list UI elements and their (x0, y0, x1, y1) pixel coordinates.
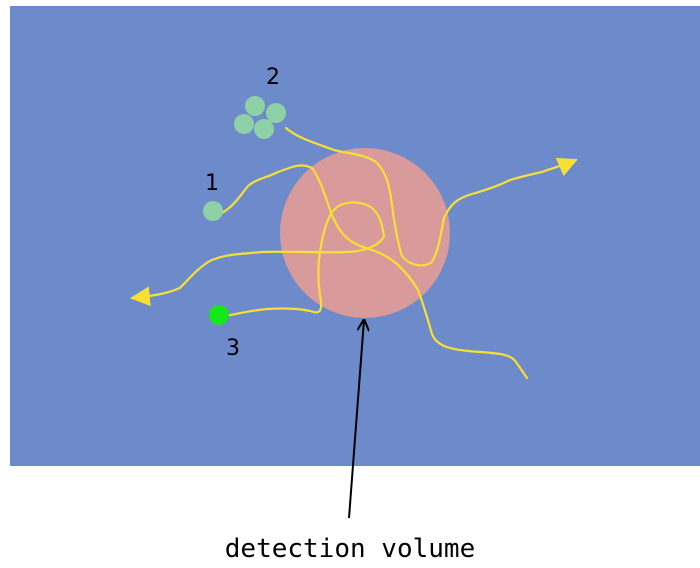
molecule-1 (203, 201, 223, 221)
detection-volume (280, 148, 450, 318)
label-2: 2 (266, 65, 280, 90)
molecule (266, 103, 286, 123)
trajectory-3 (130, 201, 386, 318)
label-1: 1 (205, 171, 219, 196)
label-3: 3 (226, 336, 240, 361)
trajectory-2 (284, 126, 578, 267)
molecule (234, 114, 254, 134)
molecule (245, 96, 265, 116)
pointer-arrow (348, 320, 364, 519)
trajectory-1 (220, 164, 529, 380)
molecule-3 (209, 305, 229, 325)
molecule-cluster-2 (234, 96, 286, 139)
caption-detection-volume: detection volume (225, 534, 475, 564)
molecule (254, 119, 274, 139)
